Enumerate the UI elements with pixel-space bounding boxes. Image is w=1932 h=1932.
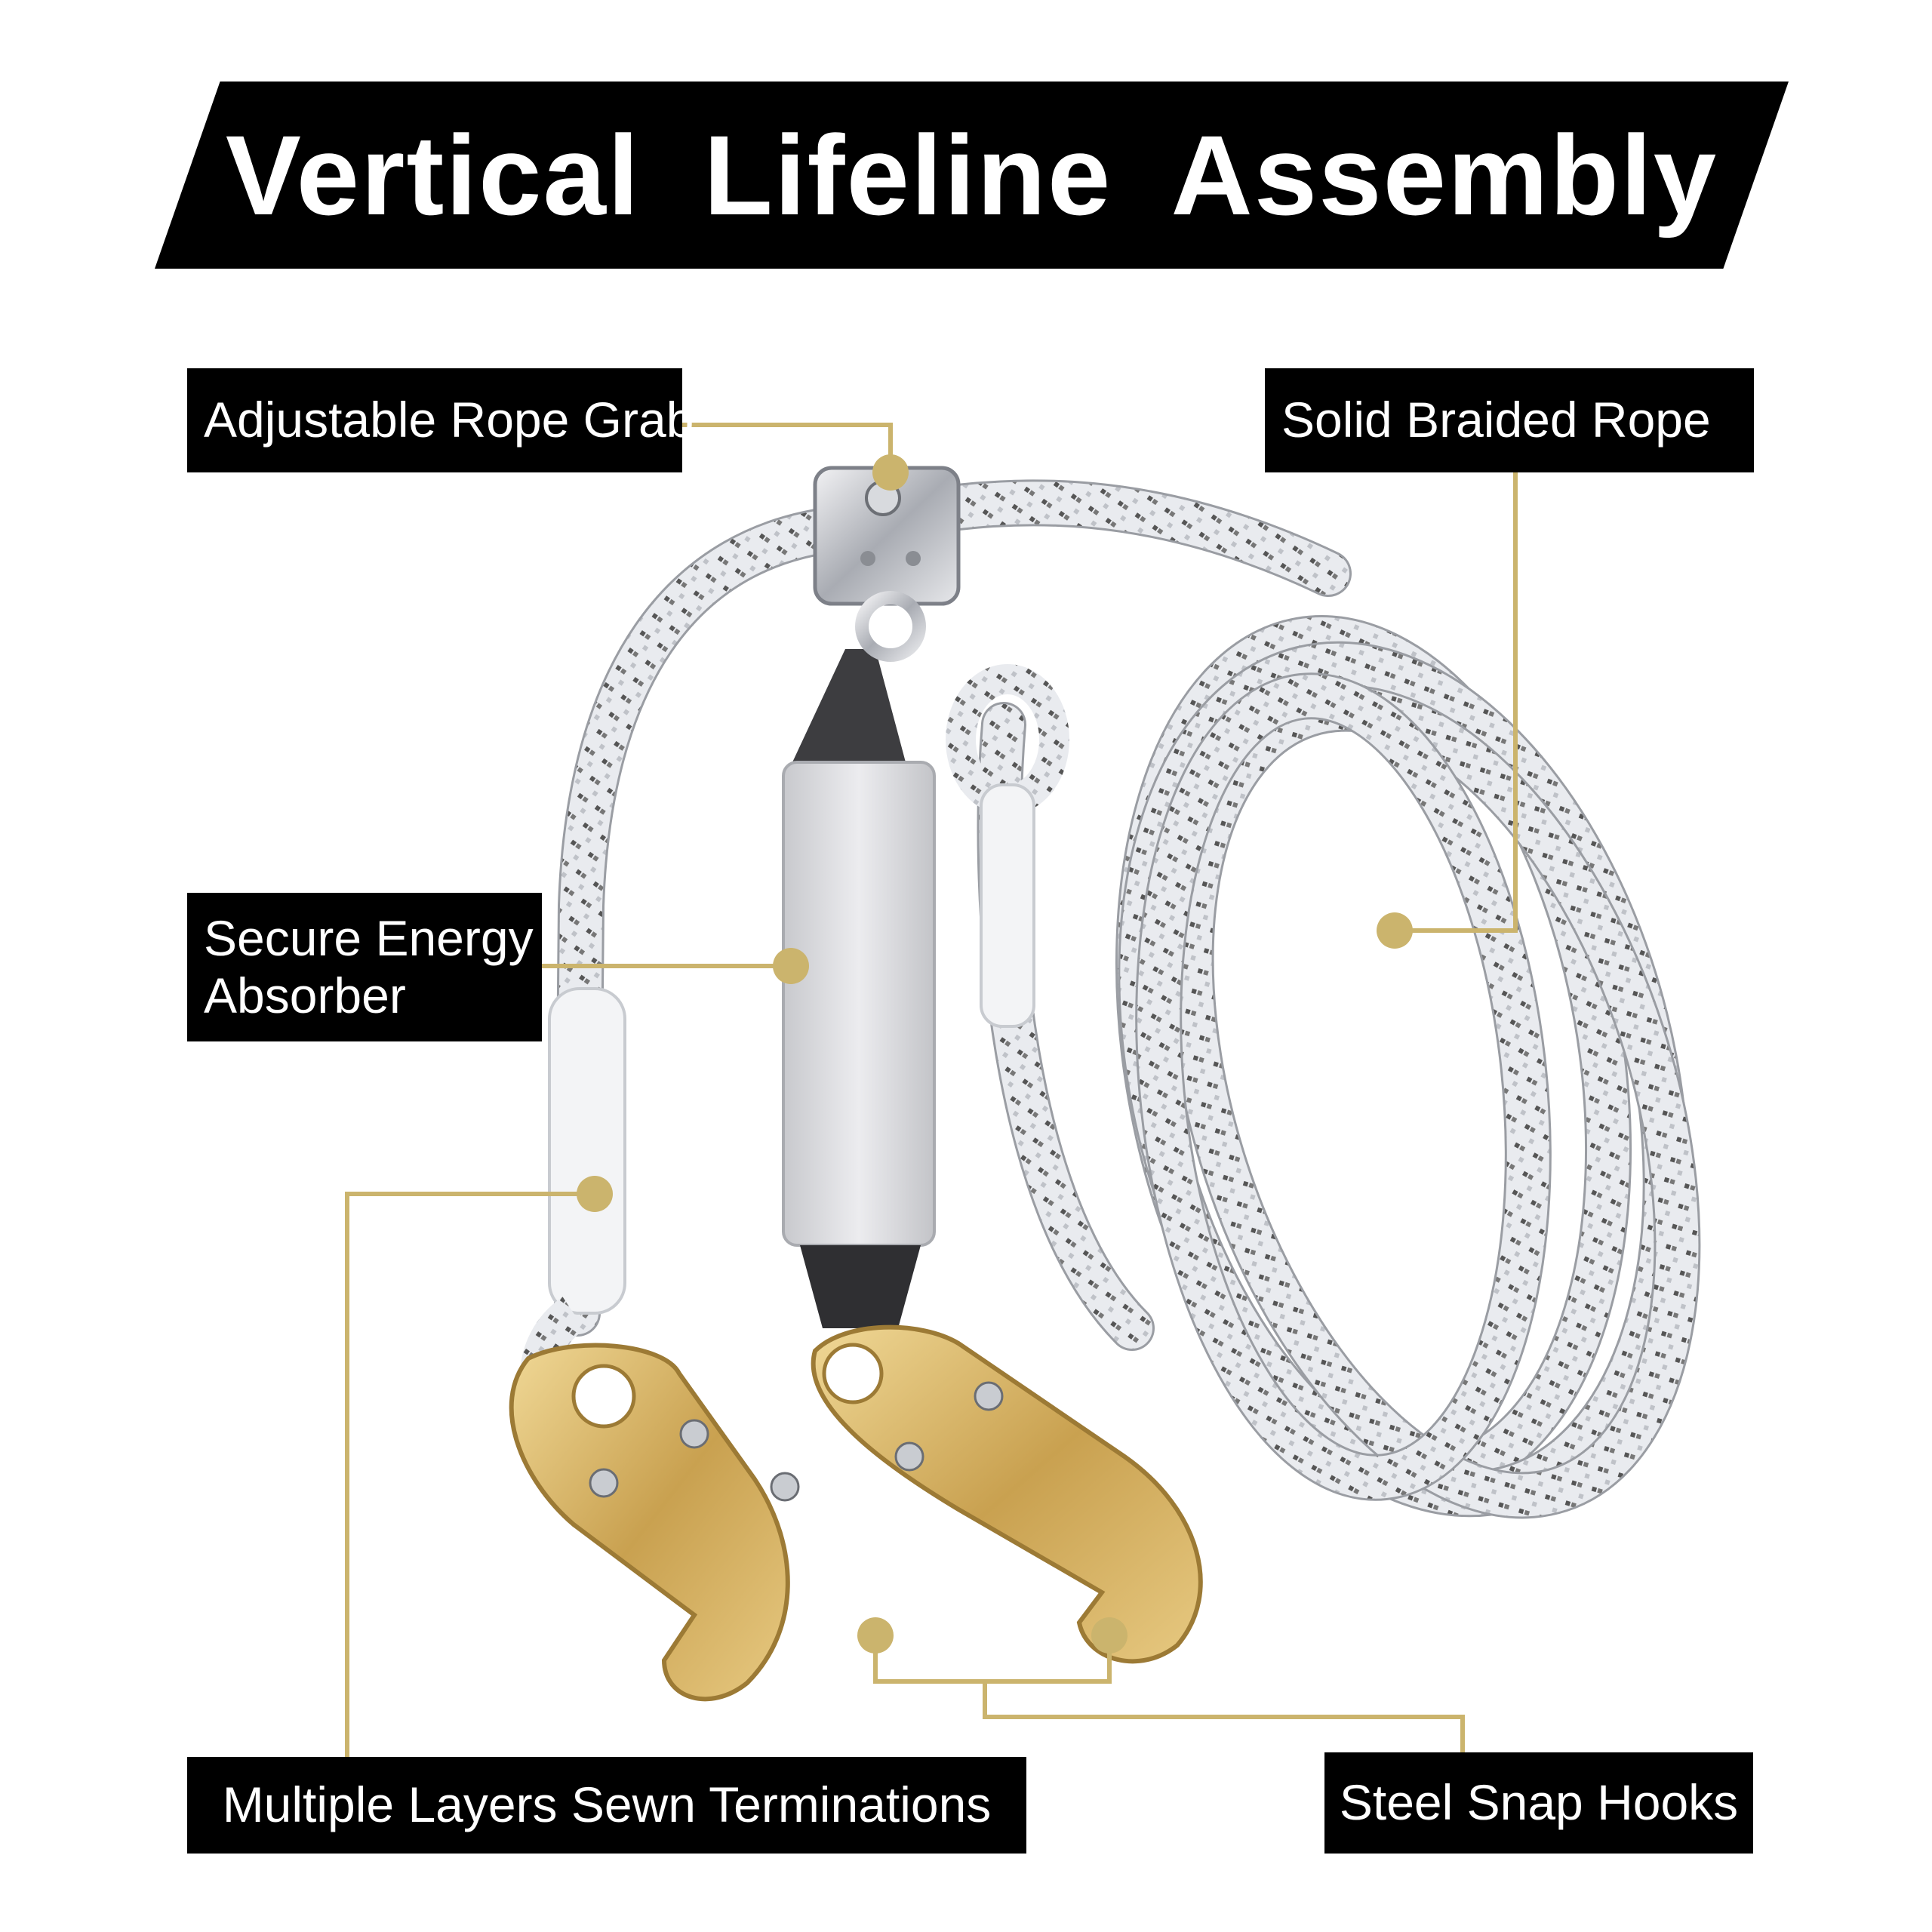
snap-hook-left bbox=[509, 1343, 800, 1702]
label-energy-absorber: Secure Energy Absorber bbox=[187, 893, 542, 1041]
callout-dot-grab bbox=[872, 454, 909, 491]
label-braided-rope-text: Solid Braided Rope bbox=[1281, 392, 1711, 448]
label-braided-rope: Solid Braided Rope bbox=[1265, 368, 1754, 472]
rope-coil bbox=[1115, 615, 1701, 1519]
callout-dot-rope bbox=[1377, 912, 1413, 949]
page-title: Vertical Lifeline Assembly bbox=[225, 111, 1718, 238]
label-rope-grab: Adjustable Rope Grab bbox=[187, 368, 694, 472]
callout-line-hooks bbox=[983, 1681, 1465, 1752]
label-rope-grab-text: Adjustable Rope Grab bbox=[204, 392, 694, 448]
callout-dot-hook-right bbox=[1091, 1617, 1128, 1654]
callout-line-terminations bbox=[345, 1192, 595, 1757]
sewn-sleeve-left bbox=[548, 987, 626, 1315]
callout-lines bbox=[345, 423, 1518, 1757]
label-energy-absorber-line2: Absorber bbox=[204, 967, 406, 1023]
callout-dots bbox=[577, 454, 1413, 1654]
label-snap-hooks-text: Steel Snap Hooks bbox=[1339, 1774, 1739, 1831]
title-banner: Vertical Lifeline Assembly bbox=[155, 82, 1789, 269]
callout-line-grab bbox=[682, 423, 893, 472]
label-energy-absorber-line1: Secure Energy bbox=[204, 909, 534, 966]
label-sewn-terminations-text: Multiple Layers Sewn Terminations bbox=[222, 1777, 992, 1833]
eye-rope bbox=[946, 664, 1155, 1351]
callout-dot-hook-left bbox=[857, 1617, 894, 1654]
label-snap-hooks: Steel Snap Hooks bbox=[1324, 1752, 1753, 1854]
snap-hook-right bbox=[811, 1324, 1203, 1664]
callout-line-hooks-bracket bbox=[873, 1635, 1112, 1684]
callout-dot-absorber bbox=[773, 948, 809, 984]
callout-dot-terminations bbox=[577, 1176, 613, 1212]
energy-absorber bbox=[782, 649, 936, 1328]
rope-grab-device bbox=[813, 466, 961, 662]
callout-line-rope bbox=[1395, 472, 1518, 933]
label-sewn-terminations: Multiple Layers Sewn Terminations bbox=[187, 1757, 1026, 1854]
